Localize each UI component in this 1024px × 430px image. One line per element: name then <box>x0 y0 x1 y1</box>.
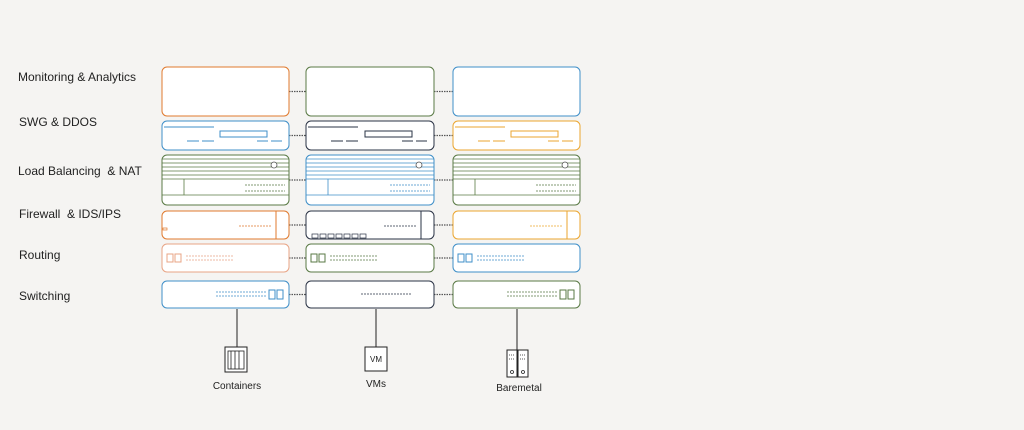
status-led <box>561 161 569 169</box>
port <box>319 233 327 239</box>
device-box <box>452 154 581 206</box>
server-led <box>510 370 514 374</box>
display-slot <box>510 130 559 138</box>
platform-label-vms: VMs <box>366 379 386 390</box>
container-inner <box>227 350 245 370</box>
device-box <box>161 154 290 206</box>
port <box>567 289 575 300</box>
device-switching-baremetal <box>452 280 581 309</box>
device-box <box>305 154 435 206</box>
device-swg-containers <box>161 120 290 151</box>
port <box>162 227 168 231</box>
layer-label-firewall: Firewall & IDS/IPS <box>19 207 122 221</box>
port <box>268 289 276 300</box>
device-lb-vms <box>305 154 435 206</box>
device-box <box>452 66 581 117</box>
server-unit <box>506 349 518 378</box>
device-box <box>305 280 435 309</box>
layer-label-load-balancing: Load Balancing & NAT <box>18 164 142 178</box>
server-unit <box>517 349 529 378</box>
platform-label-baremetal: Baremetal <box>496 383 542 394</box>
device-switching-vms <box>305 280 435 309</box>
port <box>335 233 343 239</box>
device-lb-baremetal <box>452 154 581 206</box>
device-firewall-containers <box>161 210 290 240</box>
port <box>559 289 567 300</box>
device-box <box>161 280 290 309</box>
device-box <box>305 66 435 117</box>
device-box <box>452 120 581 151</box>
container-box <box>224 346 248 373</box>
device-box <box>452 280 581 309</box>
port <box>327 233 335 239</box>
device-switching-containers <box>161 280 290 309</box>
layer-label-swg: SWG & DDOS <box>19 115 98 129</box>
device-box <box>161 120 290 151</box>
device-box <box>305 243 435 273</box>
device-box <box>161 243 290 273</box>
port <box>276 289 284 300</box>
device-swg-baremetal <box>452 120 581 151</box>
device-monitoring-vms <box>305 66 435 117</box>
device-box <box>161 66 290 117</box>
containers-icon <box>224 346 248 373</box>
platform-label-containers: Containers <box>212 381 262 392</box>
port <box>457 253 465 263</box>
display-slot <box>364 130 413 138</box>
status-led <box>270 161 278 169</box>
device-swg-vms <box>305 120 435 151</box>
vm-box <box>364 346 388 372</box>
device-lb-containers <box>161 154 290 206</box>
device-firewall-vms <box>305 210 435 240</box>
device-firewall-baremetal <box>452 210 581 240</box>
layer-label-routing: Routing <box>19 248 61 262</box>
port <box>318 253 326 263</box>
vm-icon-text: VM <box>370 355 382 364</box>
port <box>359 233 367 239</box>
layer-label-monitoring: Monitoring & Analytics <box>18 70 137 84</box>
device-box <box>161 210 290 240</box>
port <box>351 233 359 239</box>
device-box <box>305 210 435 240</box>
port <box>465 253 473 263</box>
port <box>343 233 351 239</box>
port <box>174 253 182 263</box>
baremetal-server-icon <box>506 349 529 378</box>
device-box <box>452 210 581 240</box>
port <box>166 253 174 263</box>
display-slot <box>219 130 268 138</box>
device-box <box>305 120 435 151</box>
device-monitoring-containers <box>161 66 290 117</box>
device-box <box>452 243 581 273</box>
device-routing-baremetal <box>452 243 581 273</box>
device-routing-vms <box>305 243 435 273</box>
port <box>310 253 318 263</box>
vm-icon: VM <box>364 346 388 372</box>
device-routing-containers <box>161 243 290 273</box>
status-led <box>415 161 423 169</box>
device-monitoring-baremetal <box>452 66 581 117</box>
layer-label-switching: Switching <box>19 289 71 303</box>
server-led <box>521 370 525 374</box>
port <box>311 233 319 239</box>
